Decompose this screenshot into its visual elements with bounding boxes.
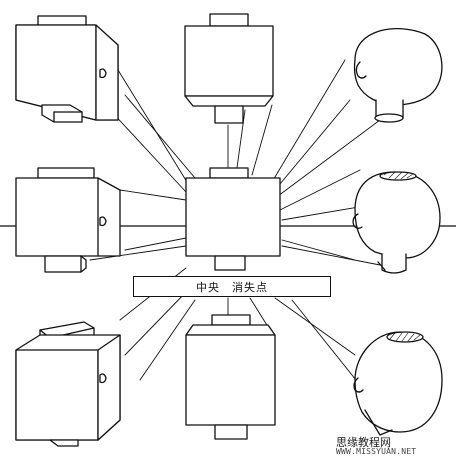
vanishing-point-label: 中央 消失点	[133, 276, 331, 297]
head-bottom-right	[353, 331, 443, 436]
cube-top-center	[184, 13, 274, 124]
cube-top-left	[15, 15, 119, 123]
cube-bottom-left	[15, 321, 121, 447]
watermark-url: WWW.MISSYUAN.NET	[336, 447, 417, 456]
head-middle-right	[352, 171, 441, 274]
cube-bottom-center	[185, 314, 276, 440]
cube-middle-left	[15, 167, 121, 273]
watermark-site: 思缘教程网	[336, 436, 391, 449]
head-top-right	[353, 28, 443, 123]
cube-center	[185, 167, 281, 271]
label-center: 中央	[196, 280, 220, 294]
label-vanishing-point: 消失点	[232, 280, 268, 294]
